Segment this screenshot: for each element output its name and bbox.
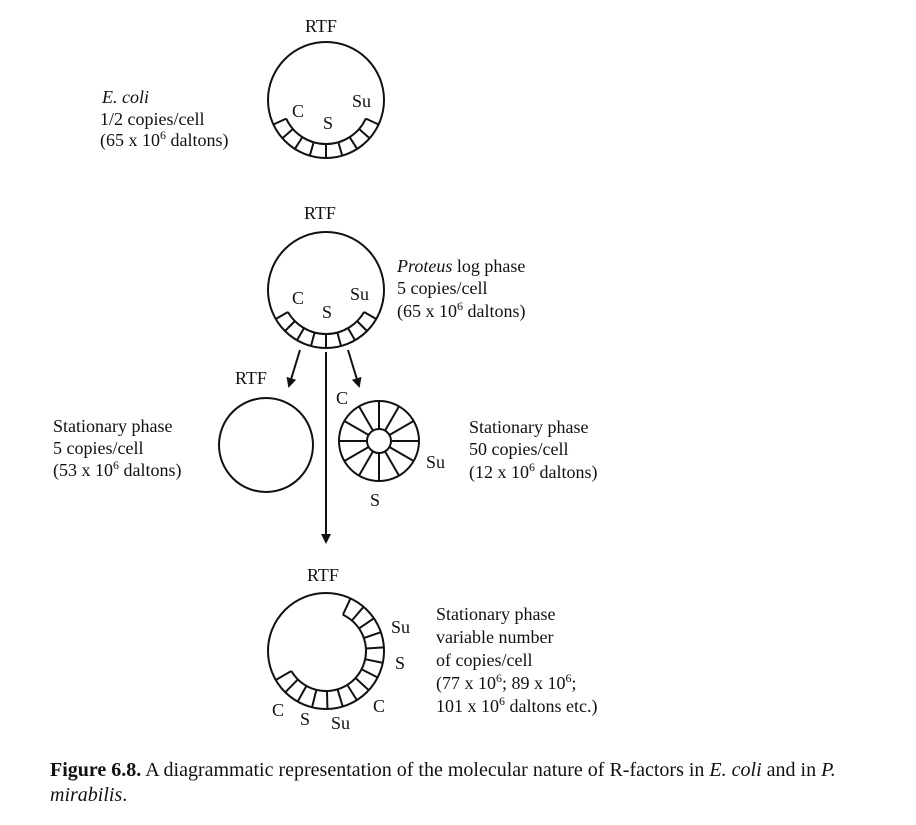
gene-band-divider <box>337 141 344 156</box>
gene-su-top: Su <box>352 91 371 111</box>
figure-caption: Figure 6.8. A diagrammatic representatio… <box>50 758 910 808</box>
gene-band-divider <box>341 598 352 616</box>
plasmid-right-wheel <box>338 400 420 482</box>
bottom-phase: Stationary phase <box>436 604 555 624</box>
gene-band-divider <box>296 327 305 341</box>
wheel-spoke <box>343 420 370 436</box>
gene-s-bottom-right: S <box>395 653 405 673</box>
gene-s-middle: S <box>322 302 332 322</box>
copies-right: 50 copies/cell <box>469 439 568 459</box>
wheel-spoke <box>388 420 415 436</box>
gene-band-arc <box>287 311 365 335</box>
gene-band-divider <box>336 689 344 707</box>
gene-c-right: C <box>336 388 348 408</box>
gene-s-right: S <box>370 490 380 510</box>
gene-band-divider <box>284 320 296 332</box>
caption-end: . <box>122 784 128 806</box>
gene-band-divider <box>358 617 375 630</box>
gene-su-bottom: Su <box>331 713 350 733</box>
figure-label: Figure 6.8. <box>50 759 142 781</box>
gene-band-arc <box>285 118 367 145</box>
gene-band-divider <box>361 668 379 679</box>
rtf-label-middle: RTF <box>304 203 336 223</box>
rtf-label-bottom: RTF <box>307 565 339 585</box>
gene-band-divider <box>336 332 342 347</box>
gene-band-divider <box>348 136 359 150</box>
right-phase: Stationary phase <box>469 417 588 437</box>
plasmid-top <box>267 41 385 159</box>
caption-text: A diagrammatic representation of the mol… <box>141 759 710 781</box>
bottom-line3: of copies/cell <box>436 650 532 670</box>
gene-band-divider <box>308 141 315 156</box>
wheel-spoke <box>388 446 415 462</box>
rtf-label-left: RTF <box>235 368 267 388</box>
gene-band-divider <box>275 311 289 320</box>
gene-band-divider <box>296 685 308 703</box>
caption-mid: and in <box>761 759 822 781</box>
mass-top: (65 x 106 daltons) <box>100 128 229 151</box>
gene-c-top: C <box>292 101 304 121</box>
gene-band-divider <box>310 332 316 347</box>
gene-band-divider <box>284 678 299 693</box>
copies-left: 5 copies/cell <box>53 438 143 458</box>
gene-band-divider <box>363 311 377 320</box>
mass-bottom-2: 101 x 106 daltons etc.) <box>436 694 597 717</box>
arrow-to-right <box>347 349 362 388</box>
mass-right: (12 x 106 daltons) <box>469 460 598 483</box>
copies-top: 1/2 copies/cell <box>100 109 204 129</box>
gene-band-divider <box>311 689 318 708</box>
gene-band-divider <box>346 684 358 701</box>
wheel-spoke <box>358 405 374 432</box>
mass-bottom-1: (77 x 106; 89 x 106; <box>436 671 577 694</box>
caption-species-pmirabilis: P. mirabilis <box>50 759 836 806</box>
gene-band-arc <box>290 613 367 692</box>
gene-band-divider <box>354 677 370 691</box>
gene-c-bottom-left: C <box>272 700 284 720</box>
wheel-spoke <box>384 450 400 477</box>
gene-c-bottom-right: C <box>373 696 385 716</box>
wheel-spoke <box>358 450 374 477</box>
wheel-spoke <box>343 446 370 462</box>
gene-band-divider <box>358 128 371 139</box>
copies-middle: 5 copies/cell <box>397 278 487 298</box>
gene-su-middle: Su <box>350 284 369 304</box>
r-factor-diagram: RTF C S Su E. coli 1/2 copies/cell (65 x… <box>53 16 598 733</box>
gene-su-bottom-right: Su <box>391 617 410 637</box>
gene-band-divider <box>363 631 382 639</box>
mass-left: (53 x 106 daltons) <box>53 458 182 481</box>
mass-middle: (65 x 106 daltons) <box>397 299 526 322</box>
caption-species-ecoli: E. coli <box>709 759 762 781</box>
gene-band-divider <box>351 606 365 622</box>
gene-band-divider <box>356 320 368 332</box>
gene-band-divider <box>365 646 384 650</box>
species-ecoli-top: E. coli <box>101 87 149 107</box>
arrow-to-left <box>286 349 301 388</box>
gene-band-divider <box>293 136 304 150</box>
rtf-label-top: RTF <box>305 16 337 36</box>
wheel-spoke <box>384 405 400 432</box>
left-phase: Stationary phase <box>53 416 172 436</box>
middle-phase: Proteus log phase <box>396 256 525 276</box>
gene-su-right: Su <box>426 452 445 472</box>
gene-band-divider <box>273 117 287 126</box>
bottom-line2: variable number <box>436 627 553 647</box>
plasmid-middle <box>267 231 385 349</box>
gene-band-divider <box>364 658 383 664</box>
gene-s-bottom: S <box>300 709 310 729</box>
gene-band-divider <box>365 117 379 126</box>
gene-band-divider <box>281 128 294 139</box>
gene-c-middle: C <box>292 288 304 308</box>
plasmid-left <box>218 397 314 493</box>
plasmid-bottom <box>267 592 385 710</box>
gene-band-divider <box>347 327 356 341</box>
gene-s-top: S <box>323 113 333 133</box>
gene-band-divider <box>275 670 292 681</box>
